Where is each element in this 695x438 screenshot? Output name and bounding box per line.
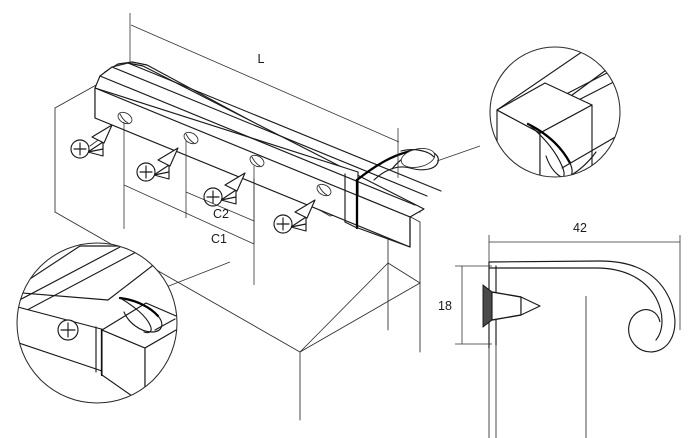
mounting-hole <box>316 183 332 197</box>
dimension-C1-label: C1 <box>211 232 227 246</box>
mounting-screw <box>136 147 179 182</box>
dimension-42: 42 <box>488 221 681 330</box>
dimension-42-label: 42 <box>573 221 587 235</box>
bracket-rail-body <box>94 61 442 248</box>
side-view-screw <box>482 284 541 328</box>
detail-circle-top-right <box>489 46 621 178</box>
mounting-screw <box>70 124 113 159</box>
mounting-hole <box>183 131 199 145</box>
detail-bl-contents <box>17 243 177 403</box>
hook-profile <box>488 260 676 353</box>
dimension-18-label: 18 <box>438 299 452 313</box>
dimension-C2: C2 <box>185 141 255 244</box>
dimension-18: 18 <box>438 265 492 345</box>
detail-view-bottom-left <box>16 242 231 404</box>
side-section-view: 42 18 <box>438 221 681 438</box>
mounting-hole <box>117 111 133 125</box>
mounting-screw <box>273 199 316 234</box>
detail-circle-bottom-left <box>16 242 178 404</box>
isometric-main-view: L C1 C2 <box>54 13 442 421</box>
mounting-holes-group <box>117 111 332 197</box>
mounting-screw <box>203 172 246 207</box>
mounting-hole <box>249 154 265 168</box>
dimension-C2-label: C2 <box>213 207 229 221</box>
detail-view-top-right <box>436 46 621 178</box>
dimension-L-label: L <box>258 52 265 66</box>
dimension-C1: C1 <box>123 122 255 285</box>
dimension-L: L <box>129 13 400 178</box>
rolled-lip-right-end <box>355 148 439 182</box>
mounting-screws-group <box>70 124 316 234</box>
